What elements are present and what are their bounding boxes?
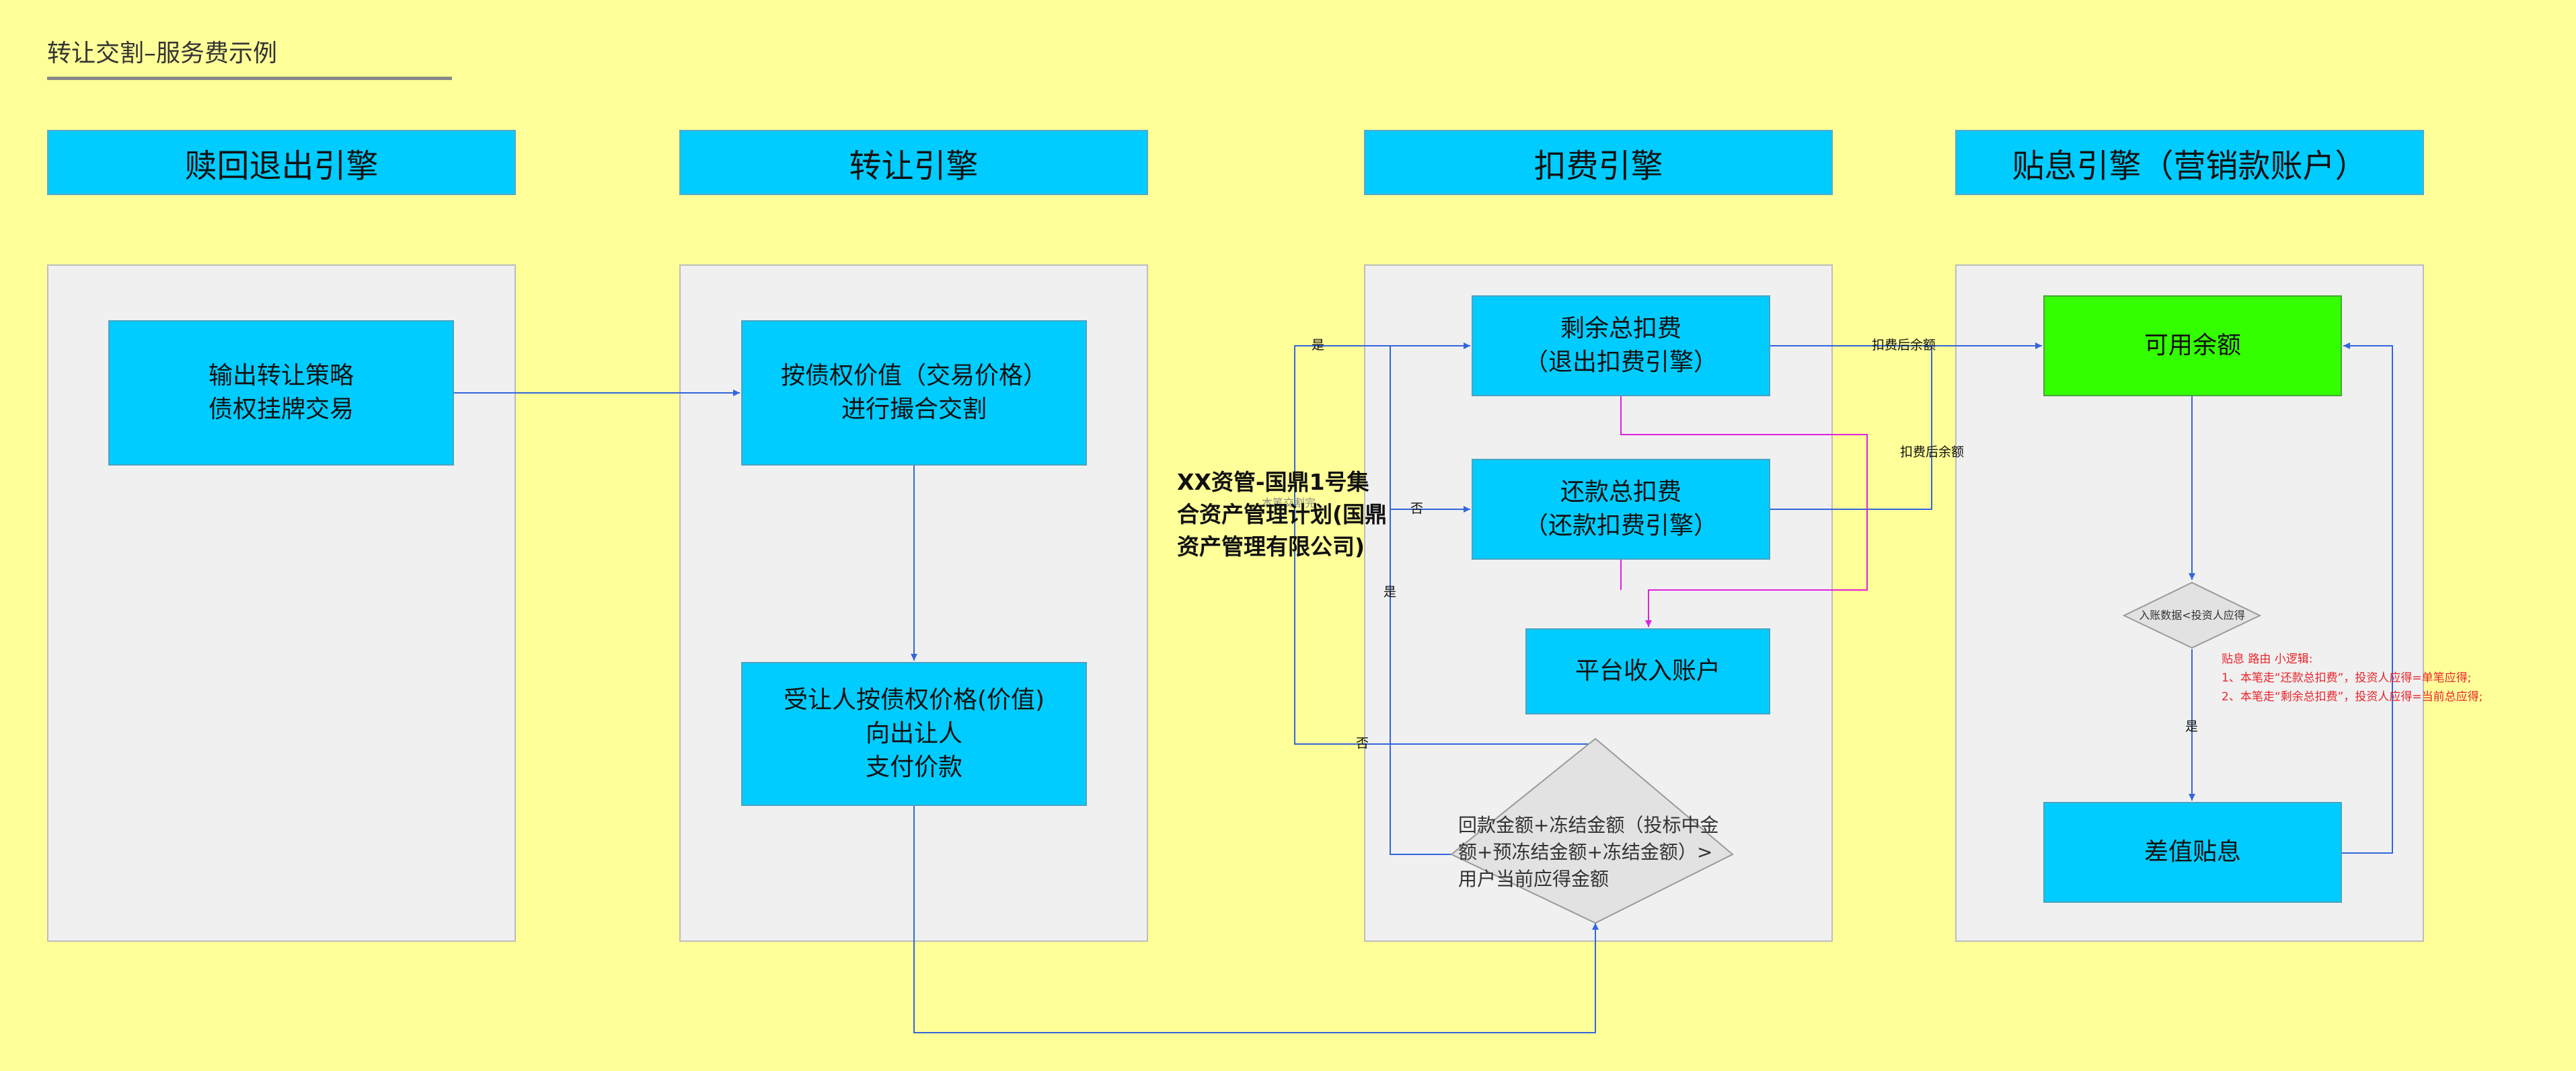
decision-investor-text: 入账数据<投资人应得 xyxy=(2139,609,2245,622)
edge-label-yes-right: 是 xyxy=(2185,719,2199,734)
node-repay-fee: 还款总扣费 （还款扣费引擎） xyxy=(1472,459,1770,560)
edge-label-yes-mid: 是 xyxy=(1384,585,1397,599)
lane-header-transfer: 转让引擎 xyxy=(679,130,1148,195)
node-remaining-fee: 剩余总扣费 （退出扣费引擎） xyxy=(1472,295,1770,396)
decision-amount-text: 回款金额+冻结金额（投标中金额+预冻结金额+冻结金额）>用户当前应得金额 xyxy=(1458,814,1719,890)
node-transferee-pay: 受让人按债权价格(价值) 向出让人 支付价款 xyxy=(741,662,1087,806)
lane-header-redeem: 赎回退出引擎 xyxy=(47,130,516,195)
faint-mark: 本笔交割完 xyxy=(1262,496,1316,509)
page-title: 转让交割–服务费示例 xyxy=(47,40,278,67)
edge-label-yes-top: 是 xyxy=(1312,338,1325,353)
node-platform-income: 平台收入账户 xyxy=(1525,628,1770,714)
node-diff-subsidy: 差值贴息 xyxy=(2043,802,2342,903)
node-output-strategy: 输出转让策略 债权挂牌交易 xyxy=(108,320,454,466)
edge-subsidy-to-balance xyxy=(2342,342,2393,854)
edge-label-after-fee-1: 扣费后余额 xyxy=(1872,338,1936,353)
edge-repay-to-balance xyxy=(1770,346,1932,510)
edge-label-no-bottom: 否 xyxy=(1356,736,1369,751)
node-match-trade: 按债权价值（交易价格） 进行撮合交割 xyxy=(741,320,1087,466)
edge-remaining-to-income xyxy=(1620,396,1868,627)
edge-decision-yes-loop xyxy=(1390,506,1470,855)
title-underline xyxy=(47,77,452,80)
lane-header-fee: 扣费引擎 xyxy=(1364,130,1833,195)
lane-header-subsidy: 贴息引擎（营销款账户） xyxy=(1955,130,2424,195)
edge-label-after-fee-2: 扣费后余额 xyxy=(1900,445,1965,459)
overlay-plan-title: XX资管-国鼎1号集 合资产管理计划(国鼎 资产管理有限公司) xyxy=(1177,469,1388,560)
edge-transferee-to-decision xyxy=(913,806,1599,1033)
decision-diamond-investor xyxy=(2122,581,2262,649)
node-available-balance: 可用余额 xyxy=(2043,295,2342,396)
decision-diamond-amount xyxy=(1450,737,1734,924)
subsidy-routing-note: 贴息 路由 小逻辑: 1、本笔走“还款总扣费”，投资人应得=单笔应得; 2、本笔… xyxy=(2222,653,2483,704)
edge-label-no-mid: 否 xyxy=(1410,501,1424,516)
